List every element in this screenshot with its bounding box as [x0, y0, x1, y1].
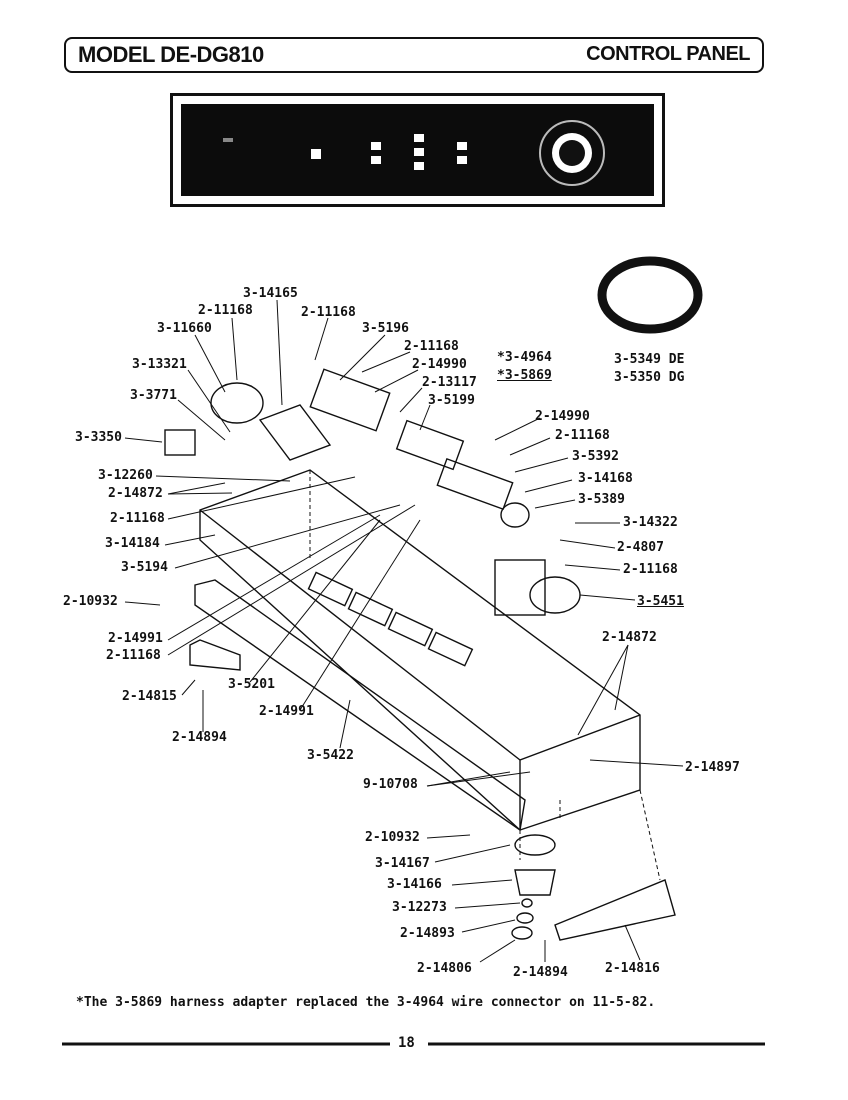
part-label: 2-14806 — [417, 961, 472, 976]
part-label: 2-14816 — [605, 961, 660, 976]
part-label: 3-14166 — [387, 877, 442, 892]
part-label: 9-10708 — [363, 777, 418, 792]
part-label: 3-5201 — [228, 677, 275, 692]
part-label: 2-14872 — [602, 630, 657, 645]
brand-logo-mark — [223, 138, 233, 142]
knob-14166 — [514, 869, 556, 896]
part-label: 2-11168 — [555, 428, 610, 443]
part-label: 2-14893 — [400, 926, 455, 941]
part-label: 3-3350 — [75, 430, 122, 445]
part-label: 3-5349 DE — [614, 352, 685, 367]
part-label: 3-5422 — [307, 748, 354, 763]
buzzer-bowl — [210, 382, 264, 424]
part-label: 3-12260 — [98, 468, 153, 483]
part-label: 2-10932 — [63, 594, 118, 609]
part-label: *3-5869 — [497, 368, 552, 383]
part-label: 2-14897 — [685, 760, 740, 775]
timer-body — [494, 559, 546, 616]
bracket-14165 — [258, 404, 332, 461]
part-label: 2-14991 — [259, 704, 314, 719]
section-title: CONTROL PANEL — [586, 43, 750, 65]
part-label: 2-14990 — [535, 409, 590, 424]
panel-button — [414, 134, 424, 142]
control-panel-controls — [223, 120, 605, 186]
switch-block — [309, 368, 391, 432]
part-label: 3-5389 — [578, 492, 625, 507]
page-number: 18 — [398, 1035, 415, 1051]
part-label: 3-13321 — [132, 357, 187, 372]
part-label: 3-11660 — [157, 321, 212, 336]
knob-skirt-14167 — [514, 834, 556, 856]
page-rules — [62, 1042, 765, 1046]
relay-5199 — [395, 419, 465, 471]
part-label: 2-11168 — [106, 648, 161, 663]
part-label: 3-14322 — [623, 515, 678, 530]
part-label: 2-14990 — [412, 357, 467, 372]
panel-button — [457, 156, 467, 164]
part-label: 2-11168 — [110, 511, 165, 526]
part-label: 2-14894 — [513, 965, 568, 980]
part-label: 2-14991 — [108, 631, 163, 646]
part-label: 2-11168 — [404, 339, 459, 354]
board-5392 — [436, 457, 514, 511]
motor-5389 — [500, 502, 530, 528]
part-label: 2-11168 — [301, 305, 356, 320]
part-label: 3-12273 — [392, 900, 447, 915]
part-label: 2-11168 — [623, 562, 678, 577]
part-label: 2-14815 — [122, 689, 177, 704]
knob-cap-14806 — [511, 926, 533, 940]
part-label: 3-5451 — [637, 594, 684, 609]
part-label: 3-14167 — [375, 856, 430, 871]
panel-button — [311, 149, 321, 159]
part-label: 2-10932 — [365, 830, 420, 845]
part-label: 3-5199 — [428, 393, 475, 408]
control-panel-illustration — [170, 93, 665, 207]
control-panel-base — [199, 469, 641, 831]
part-label: 3-3771 — [130, 388, 177, 403]
part-label: 3-14184 — [105, 536, 160, 551]
footnote: *The 3-5869 harness adapter replaced the… — [76, 995, 656, 1010]
front-strip — [194, 579, 526, 832]
insert-14893 — [516, 912, 534, 924]
control-panel-face — [181, 104, 654, 196]
timer-dial-ring — [539, 120, 605, 186]
part-label: 3-5350 DG — [614, 370, 685, 385]
part-label: 2-11168 — [198, 303, 253, 318]
part-label: 2-4807 — [617, 540, 664, 555]
trim-14816 — [554, 879, 676, 941]
part-label: 3-14168 — [578, 471, 633, 486]
part-label: 2-13117 — [422, 375, 477, 390]
part-label: 3-5194 — [121, 560, 168, 575]
wire-harness-ring — [597, 256, 703, 334]
part-label: 3-5392 — [572, 449, 619, 464]
panel-button — [414, 162, 424, 170]
part-label: 3-5196 — [362, 321, 409, 336]
timer-dial-center — [559, 140, 585, 166]
part-label: 2-14894 — [172, 730, 227, 745]
panel-button — [457, 142, 467, 150]
panel-button — [414, 148, 424, 156]
clip-12273 — [521, 898, 533, 908]
part-label: 3-14165 — [243, 286, 298, 301]
part-label: *3-4964 — [497, 350, 552, 365]
model-title: MODEL DE-DG810 — [78, 42, 264, 67]
switch-3350 — [164, 429, 196, 456]
page-header: MODEL DE-DG810 CONTROL PANEL — [64, 37, 764, 73]
panel-button — [371, 156, 381, 164]
left-bracket — [189, 639, 241, 671]
panel-button — [371, 142, 381, 150]
part-label: 2-14872 — [108, 486, 163, 501]
timer-motor-5451 — [529, 576, 581, 614]
